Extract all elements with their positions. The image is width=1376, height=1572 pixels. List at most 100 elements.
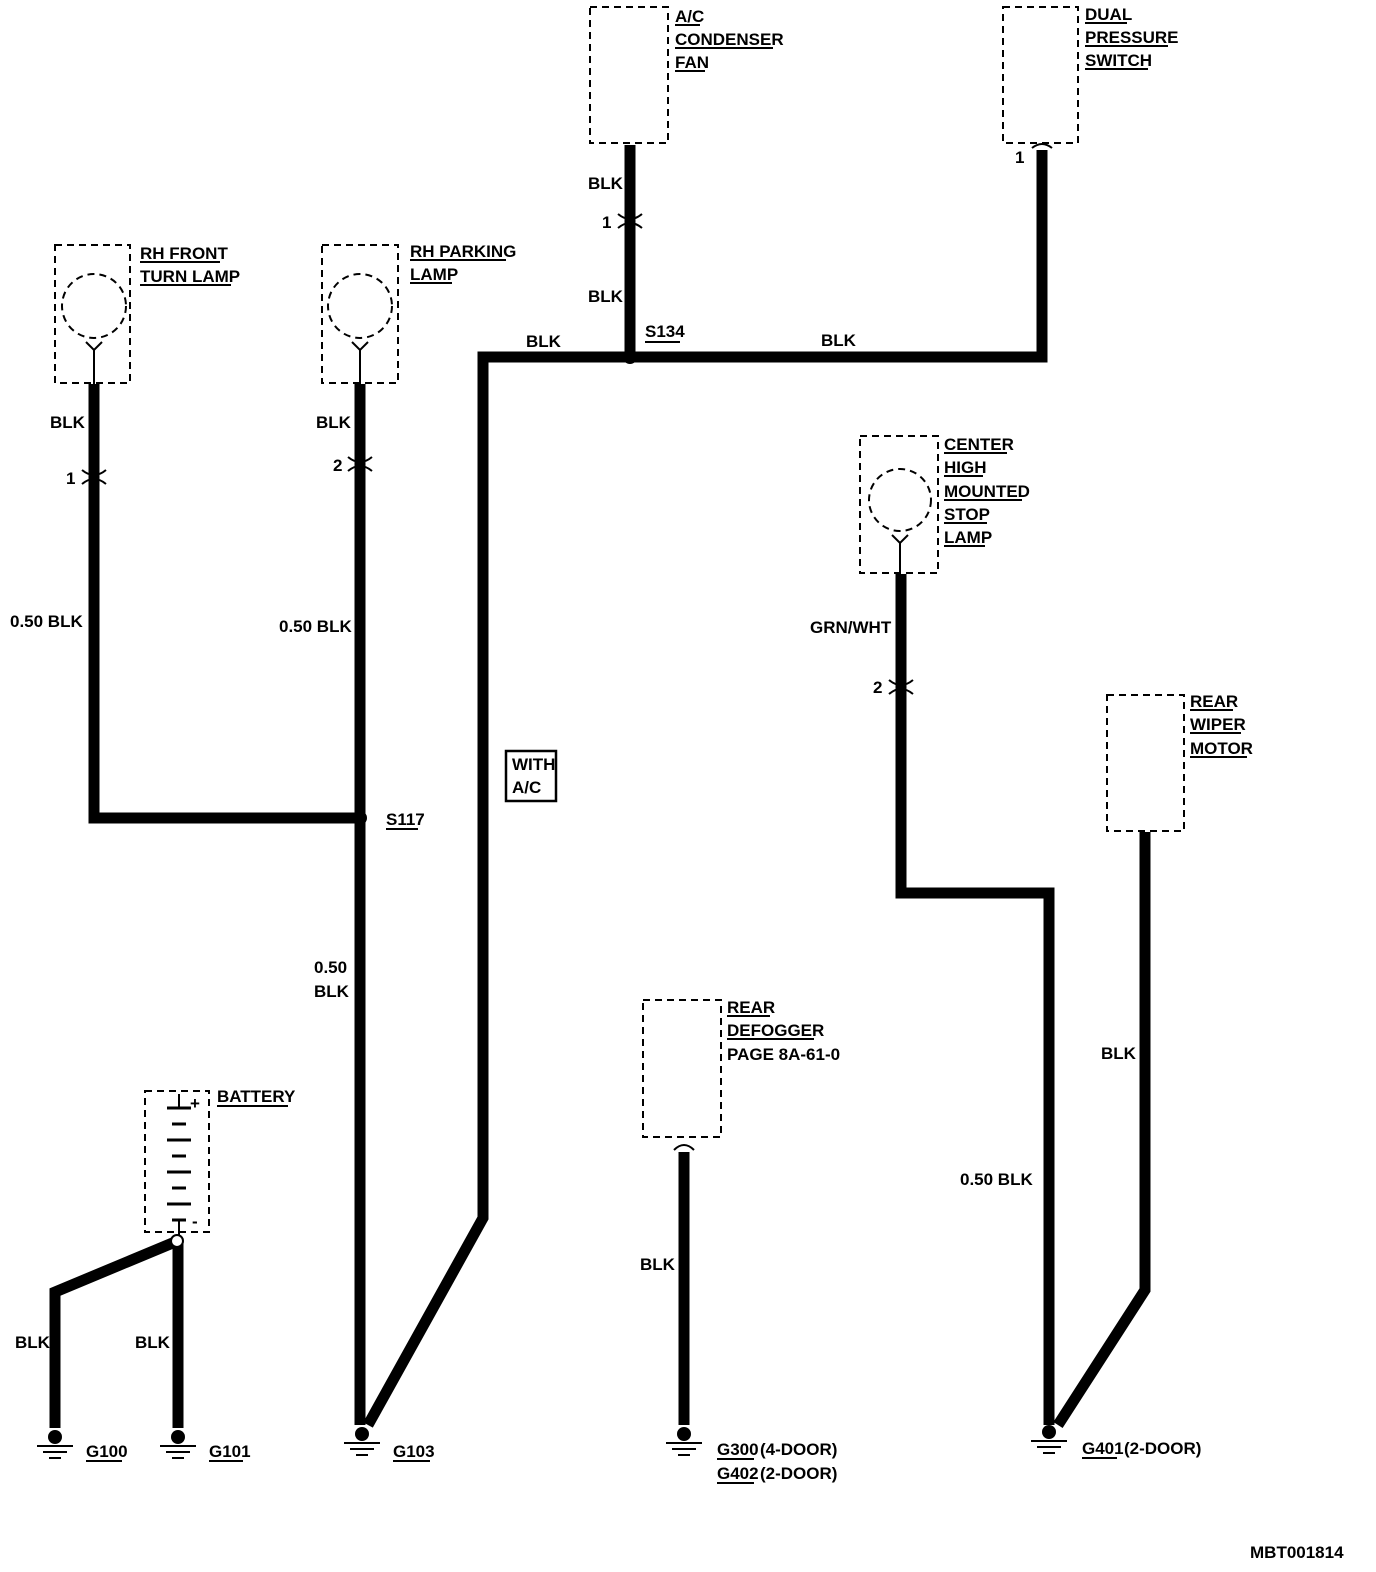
battery-minus-sign: -: [192, 1212, 198, 1231]
wire-label-wiper: BLK: [1101, 1044, 1137, 1063]
ground-icon: [160, 1430, 196, 1459]
wire-label-s117-down-2: BLK: [314, 982, 350, 1001]
dual-pressure-switch: DUAL PRESSURE SWITCH: [1002, 5, 1179, 144]
wires: [49, 145, 1151, 1428]
ground-g300: G300 (4-DOOR) G402 (2-DOOR): [666, 1427, 837, 1484]
wire-label-s134-left: BLK: [526, 332, 562, 351]
grounds: G100 G101 G103: [37, 1425, 1201, 1484]
rear-defogger-box: [642, 999, 722, 1138]
chmsl-label-2: HIGH: [944, 458, 987, 477]
ground-g100: G100: [37, 1430, 128, 1462]
wire-label-chmsl-upper: GRN/WHT: [810, 618, 892, 637]
splice-s117-dot: [353, 811, 367, 825]
ground-icon: [37, 1430, 73, 1459]
rh-front-turn-lamp-label-2: TURN LAMP: [140, 267, 240, 286]
connectors: 1 1 1 2 2: [66, 143, 1053, 697]
wire-label-ac-fan-lower: BLK: [588, 287, 624, 306]
rear-wiper-motor-label-1: REAR: [1190, 692, 1238, 711]
battery-plus-sign: +: [190, 1094, 200, 1113]
ac-condenser-fan-label-3: FAN: [675, 53, 709, 72]
connector-ac-fan: 1: [602, 213, 643, 232]
bulb-filament-icon: [85, 341, 103, 384]
chmsl-label-4: STOP: [944, 505, 990, 524]
connector-dual-switch: 1: [1015, 143, 1053, 167]
wire-ac-branch-to-g103: [363, 351, 630, 1428]
chmsl-label-3: MOUNTED: [944, 482, 1030, 501]
ground-g401: G401 (2-DOOR): [1031, 1425, 1201, 1459]
with-ac-label-1: WITH: [512, 755, 555, 774]
splice-s117-label: S117: [386, 810, 425, 829]
connector-rh-park: 2: [333, 456, 373, 475]
dual-pressure-switch-box: [1002, 6, 1079, 144]
rear-defogger-label-3: PAGE 8A-61-0: [727, 1045, 840, 1064]
wire-s134-to-dual-switch: [630, 150, 1048, 363]
battery-negative-terminal: [170, 1234, 184, 1248]
bulb-icon: [327, 273, 393, 339]
wire-rh-turn-to-s117: [88, 384, 360, 824]
dual-pressure-switch-label-3: SWITCH: [1085, 51, 1152, 70]
pin-chmsl: 2: [873, 678, 882, 697]
rear-wiper-motor-label-2: WIPER: [1190, 715, 1246, 734]
wire-label-defog: BLK: [640, 1255, 676, 1274]
with-ac-label-2: A/C: [512, 778, 541, 797]
wire-label-s117-down-1: 0.50: [314, 958, 347, 977]
wire-chmsl-to-g401: [895, 574, 1055, 1425]
battery-cells-icon: [167, 1106, 191, 1222]
ground-label-g401: G401: [1082, 1439, 1124, 1458]
with-ac-box: [504, 749, 558, 803]
ground-label-g300: G300: [717, 1440, 759, 1459]
rear-wiper-motor: REAR WIPER MOTOR: [1106, 692, 1253, 832]
rh-parking-lamp-label-2: LAMP: [410, 265, 458, 284]
wire-label-g401-wire: 0.50 BLK: [960, 1170, 1033, 1189]
wire-label-battery-right: BLK: [135, 1333, 171, 1352]
rear-defogger: REAR DEFOGGER PAGE 8A-61-0: [642, 998, 840, 1151]
wire-label-park-lower: 0.50 BLK: [279, 617, 352, 636]
chmsl-label-5: LAMP: [944, 528, 992, 547]
connector-icon: [617, 213, 643, 229]
ground-g103: G103: [344, 1427, 435, 1462]
dual-pressure-switch-label-2: PRESSURE: [1085, 28, 1179, 47]
pin-ac-fan: 1: [602, 213, 611, 232]
connector-icon: [81, 469, 107, 485]
connector-chmsl: 2: [873, 678, 914, 697]
ac-condenser-fan-label-2: CONDENSER: [675, 30, 784, 49]
ground-note-g300: (4-DOOR): [760, 1440, 837, 1459]
ground-note-g402: (2-DOOR): [760, 1464, 837, 1483]
connector-icon: [347, 456, 373, 472]
connector-icon: [1031, 143, 1053, 149]
bulb-icon: [868, 468, 932, 532]
ground-label-g101: G101: [209, 1442, 251, 1461]
pin-dual-switch: 1: [1015, 148, 1024, 167]
battery: + - BATTERY: [144, 1087, 296, 1248]
ground-label-g402: G402: [717, 1464, 759, 1483]
ac-condenser-fan: A/C CONDENSER FAN: [589, 6, 784, 144]
rear-defogger-label-2: DEFOGGER: [727, 1021, 824, 1040]
dual-pressure-switch-label-1: DUAL: [1085, 5, 1132, 24]
rear-defogger-label-1: REAR: [727, 998, 775, 1017]
wire-label-s134-right: BLK: [821, 331, 857, 350]
ground-icon: [344, 1427, 380, 1456]
center-high-mounted-stop-lamp: CENTER HIGH MOUNTED STOP LAMP: [859, 435, 1030, 574]
rear-wiper-motor-box: [1106, 694, 1185, 832]
rh-front-turn-lamp-box: [54, 244, 131, 384]
rear-wiper-motor-label-3: MOTOR: [1190, 739, 1253, 758]
bulb-icon: [61, 273, 127, 339]
ground-label-g100: G100: [86, 1442, 128, 1461]
pin-park: 2: [333, 456, 342, 475]
bulb-filament-icon: [891, 534, 909, 574]
ac-condenser-fan-label-1: A/C: [675, 7, 704, 26]
rh-parking-lamp: RH PARKING LAMP: [321, 242, 516, 384]
wire-label-park-upper: BLK: [316, 413, 352, 432]
chmsl-label-1: CENTER: [944, 435, 1014, 454]
battery-box: [144, 1090, 210, 1233]
wire-label-turn-upper: BLK: [50, 413, 86, 432]
wire-label-turn-lower: 0.50 BLK: [10, 612, 83, 631]
splices: S134 S117: [353, 322, 685, 830]
bulb-filament-icon: [351, 341, 369, 384]
pin-turn: 1: [66, 469, 75, 488]
ground-note-g401: (2-DOOR): [1124, 1439, 1201, 1458]
rh-parking-lamp-label-1: RH PARKING: [410, 242, 516, 261]
connector-rh-turn: 1: [66, 469, 107, 488]
wire-rear-wiper-to-g401: [1053, 832, 1151, 1428]
